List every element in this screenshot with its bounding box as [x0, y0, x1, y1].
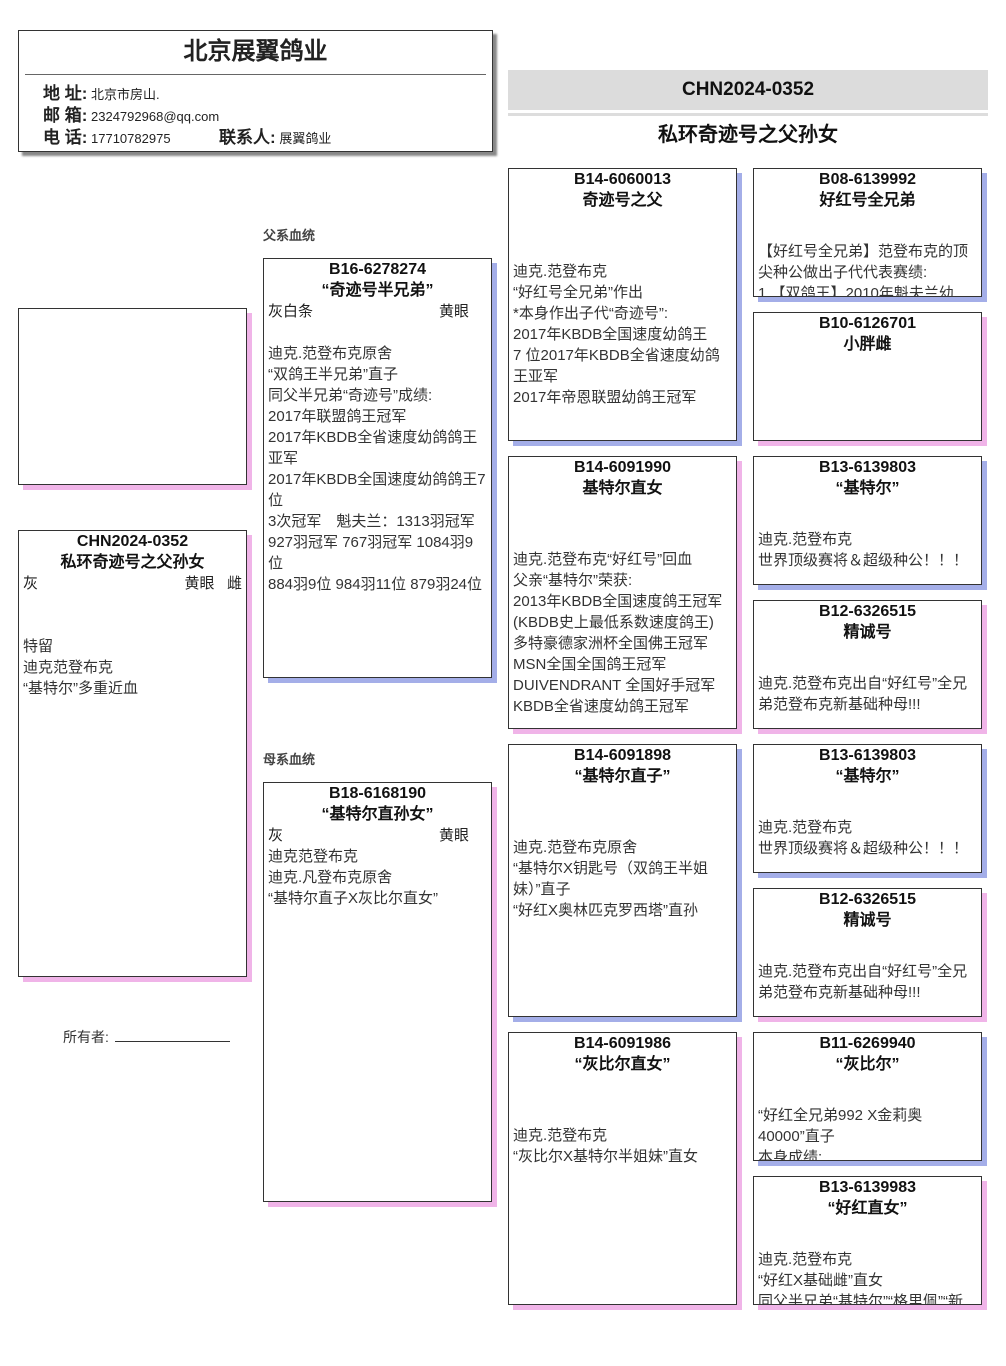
pigeon-name: 精诚号 [843, 912, 892, 929]
ring-number: B14-6091898 [574, 747, 671, 764]
great-grandparent-card: B12-6326515 精诚号 迪克.范登布克出自“好红号”全兄弟范登布克新基础… [753, 888, 982, 1017]
dam-notes: 迪克范登布克 迪克.凡登布克原舍 “基特尔直子X灰比尔直女” [268, 848, 438, 907]
pigeon-name: 基特尔直女 [582, 480, 663, 497]
sire-ring: B16-6278274 [329, 261, 426, 278]
owner-label: 所有者: [63, 1029, 109, 1045]
photo-placeholder [18, 308, 247, 485]
great-grandparent-card: B11-6269940 “灰比尔” “好红全兄弟992 X金莉奥40000”直子… [753, 1032, 982, 1161]
subject-color: 灰 [23, 575, 39, 592]
subject-eye: 黄眼 [184, 575, 215, 592]
ring-number: B12-6326515 [819, 603, 916, 620]
pigeon-name: 小胖雌 [843, 336, 892, 353]
dam-card: B18-6168190 “基特尔直孙女” 灰 黄眼 迪克范登布克 迪克.凡登布克原… [263, 782, 492, 1202]
pigeon-name: 好红号全兄弟 [819, 192, 916, 209]
phone-label: 电 话: [43, 128, 88, 147]
ring-number: B11-6269940 [819, 1035, 916, 1052]
pigeon-notes: 迪克.范登布克 “好红号全兄弟”作出 *本身作出子代“奇迹号”: 2017年KB… [513, 263, 720, 406]
ring-number: B14-6091990 [574, 459, 671, 476]
pigeon-name: “基特尔” [835, 480, 900, 497]
phone-value: 17710782975 [91, 131, 171, 146]
owner-signature-line [114, 1028, 230, 1042]
great-grandparent-card: B13-6139983 “好红直女” 迪克.范登布克 “好红X基础雌”直女 同父… [753, 1176, 982, 1305]
subject-card: CHN2024-0352 私环奇迹号之父孙女 灰 黄眼 雌 特留 迪克范登布克 “… [18, 530, 247, 977]
pigeon-name: 奇迹号之父 [582, 192, 663, 209]
sire-color: 灰白条 [268, 303, 314, 320]
pigeon-name: 精诚号 [843, 624, 892, 641]
sire-notes: 迪克.范登布克原舍 “双鸽王半兄弟”直子 同父半兄弟“奇迹号”成绩: 2017年… [268, 345, 486, 593]
contact-value: 展翼鸽业 [279, 131, 332, 146]
granddam-maternal-card: B14-6091986 “灰比尔直女” 迪克.范登布克 “灰比尔X基特尔半姐妹”… [508, 1032, 737, 1305]
sire-name: “奇迹号半兄弟” [321, 282, 434, 299]
breeder-header: 北京展翼鸽业 地 址: 北京市房山. 邮 箱: 2324792968@qq.co… [18, 30, 493, 152]
sire-eye: 黄眼 [438, 303, 469, 320]
sire-card: B16-6278274 “奇迹号半兄弟” 灰白条 黄眼 迪克.范登布克原舍 “双鸽… [263, 258, 492, 678]
pigeon-name: “灰比尔直女” [574, 1056, 671, 1073]
breeder-title: 北京展翼鸽业 [25, 31, 486, 75]
address-value: 北京市房山. [91, 87, 160, 102]
subject-notes: 特留 迪克范登布克 “基特尔”多重近血 [23, 638, 138, 697]
ring-number: B12-6326515 [819, 891, 916, 908]
banner-divider [508, 113, 988, 116]
owner-field: 所有者: [63, 1027, 230, 1047]
ring-number: B10-6126701 [819, 315, 916, 332]
great-grandparent-card: B08-6139992 好红号全兄弟 【好红号全兄弟】范登布克的顶尖种公做出子代… [753, 168, 982, 297]
dam-name: “基特尔直孙女” [321, 806, 434, 823]
pigeon-notes: 迪克.范登布克 “灰比尔X基特尔半姐妹”直女 [513, 1127, 698, 1165]
grandsire-paternal-card: B14-6060013 奇迹号之父 迪克.范登布克 “好红号全兄弟”作出 *本身… [508, 168, 737, 441]
email-label: 邮 箱: [43, 106, 88, 125]
ring-number: B14-6060013 [574, 171, 671, 188]
ring-number: B13-6139803 [819, 747, 916, 764]
great-grandparent-card: B13-6139803 “基特尔” 迪克.范登布克 世界顶级赛将＆超级种公！！！ [753, 744, 982, 873]
pigeon-name: “灰比尔” [835, 1056, 900, 1073]
email-value: 2324792968@qq.com [91, 109, 220, 124]
pigeon-notes: 迪克.范登布克 世界顶级赛将＆超级种公！！！ [758, 819, 969, 857]
ring-number: B13-6139983 [819, 1179, 916, 1196]
banner-ring: CHN2024-0352 [508, 70, 988, 110]
grandsire-maternal-card: B14-6091898 “基特尔直子” 迪克.范登布克原舍 “基特尔X钥匙号（双… [508, 744, 737, 1017]
contact-label: 联系人: [219, 128, 276, 147]
granddam-paternal-card: B14-6091990 基特尔直女 迪克.范登布克“好红号”回血 父亲“基特尔”… [508, 456, 737, 729]
dam-side-label: 母系血统 [263, 752, 316, 767]
banner-name: 私环奇迹号之父孙女 [658, 124, 838, 146]
ring-number: B13-6139803 [819, 459, 916, 476]
subject-name: 私环奇迹号之父孙女 [60, 554, 205, 571]
pigeon-notes: 迪克.范登布克“好红号”回血 父亲“基特尔”荣获: 2013年KBDB全国速度鸽… [513, 551, 723, 715]
subject-ring: CHN2024-0352 [76, 533, 189, 550]
pigeon-notes: 迪克.范登布克原舍 “基特尔X钥匙号（双鸽王半姐妹）”直子 “好红X奥林匹克罗西… [513, 839, 709, 919]
pigeon-notes: “好红全兄弟992 X金莉奥40000”直子 本身成绩: [758, 1107, 923, 1161]
dam-ring: B18-6168190 [329, 785, 426, 802]
pigeon-notes: 【好红号全兄弟】范登布克的顶尖种公做出子代代表赛绩: 1.【双鸽王】2010年魁… [758, 243, 969, 297]
great-grandparent-card: B13-6139803 “基特尔” 迪克.范登布克 世界顶级赛将＆超级种公！！！ [753, 456, 982, 585]
dam-color: 灰 [268, 827, 284, 844]
pigeon-name: “好红直女” [827, 1200, 908, 1217]
pigeon-notes: 迪克.范登布克 “好红X基础雌”直女 同父半兄弟“基特尔”“格里佩”“新 [758, 1251, 963, 1305]
subject-sex: 雌 [226, 575, 242, 592]
dam-eye: 黄眼 [438, 827, 469, 844]
address-label: 地 址: [43, 84, 88, 103]
pigeon-notes: 迪克.范登布克出自“好红号”全兄弟范登布克新基础种母!!! [758, 675, 968, 713]
pigeon-notes: 迪克.范登布克出自“好红号”全兄弟范登布克新基础种母!!! [758, 963, 968, 1001]
great-grandparent-card: B10-6126701 小胖雌 [753, 312, 982, 441]
pigeon-name: “基特尔直子” [574, 768, 671, 785]
sire-side-label: 父系血统 [263, 228, 316, 243]
great-grandparent-card: B12-6326515 精诚号 迪克.范登布克出自“好红号”全兄弟范登布克新基础… [753, 600, 982, 729]
ring-number: B14-6091986 [574, 1035, 671, 1052]
pigeon-notes: 迪克.范登布克 世界顶级赛将＆超级种公！！！ [758, 531, 969, 569]
pigeon-name: “基特尔” [835, 768, 900, 785]
ring-number: B08-6139992 [819, 171, 916, 188]
